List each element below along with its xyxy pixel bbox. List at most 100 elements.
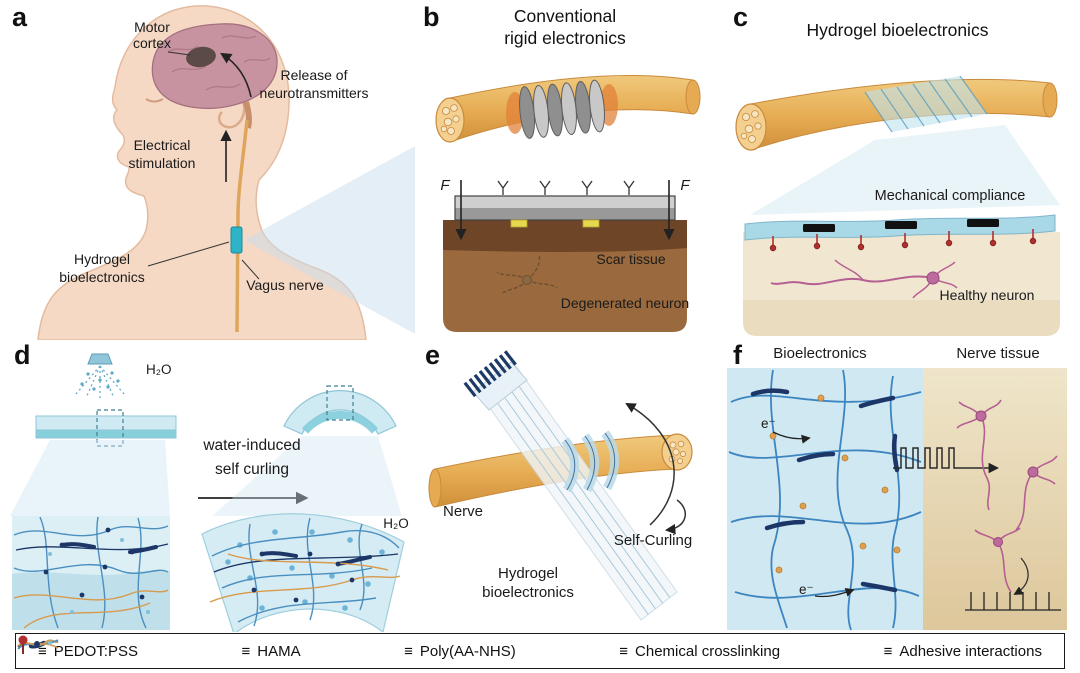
self-curled-wrap <box>561 430 620 493</box>
adhesive-pins <box>769 229 1037 252</box>
panel-letter-e: e <box>425 340 441 370</box>
panel-d: d <box>0 340 415 632</box>
pulse-train <box>893 447 962 469</box>
vagus-nerve-label: Vagus nerve <box>246 277 324 293</box>
vagus-leader <box>241 259 260 280</box>
nerve-label: Nerve <box>443 503 483 520</box>
process-label-line2: self curling <box>215 461 289 478</box>
stimulation-label-line1: Electrical <box>134 137 191 153</box>
panel-letter-d: d <box>14 340 31 370</box>
hydrogel-wrap <box>865 76 987 132</box>
neuron-2-body <box>1027 466 1039 478</box>
rigid-cuff-rings <box>519 79 605 139</box>
panel-f-illustration: Bioelectronics Nerve tissue e⁻ e⁻ <box>727 345 1067 631</box>
panel-c: c Hydrogel bioelectronics <box>715 0 1080 340</box>
force-label-right: F <box>680 177 690 194</box>
panel-e: e <box>415 340 715 632</box>
legend-label-chemical-crosslinking: Chemical crosslinking <box>635 642 781 660</box>
h2o-spray-label: H₂O <box>146 362 172 377</box>
legend-item-chemical-crosslinking: ≡ Chemical crosslinking <box>17 638 781 660</box>
healthy-neuron-label: Healthy neuron <box>940 287 1035 303</box>
legend-item-adhesive-interactions: ≡ Adhesive interactions <box>18 635 1042 660</box>
panel-letter-f: f <box>733 340 742 370</box>
legend-item-hama: ≡ HAMA <box>17 639 301 660</box>
release-label-line1: Release of <box>281 67 348 83</box>
vagus-nerve-line <box>235 119 249 333</box>
motor-cortex-spot <box>186 46 216 68</box>
panel-letter-c: c <box>733 2 749 32</box>
force-label-left: F <box>440 177 450 194</box>
panel-c-title: Hydrogel bioelectronics <box>806 20 989 40</box>
hydrogel-label-line1: Hydrogel <box>498 565 558 582</box>
panel-d-illustration: H₂O water-induced self curling H₂O <box>10 353 409 632</box>
electrode-comb <box>463 350 517 398</box>
nerve-tissue-label: Nerve tissue <box>956 345 1039 362</box>
hydrogel-label-line2: bioelectronics <box>59 269 145 285</box>
degenerated-neuron-label: Degenerated neuron <box>561 295 689 311</box>
electron-arrow-top <box>772 431 811 444</box>
fascicles <box>668 440 686 465</box>
hydrogel-label-line1: Hydrogel <box>74 251 130 267</box>
dry-polymer-network <box>12 516 170 630</box>
wrapping-arrow <box>625 402 675 526</box>
conductive-network <box>728 369 922 631</box>
closed-eye <box>145 98 164 103</box>
legend-label-adhesive-interactions: Adhesive interactions <box>899 642 1042 660</box>
legend-label-hama: HAMA <box>257 642 301 660</box>
legend-label-poly-aa-nhs: Poly(AA-NHS) <box>419 642 516 660</box>
panel-f: f <box>715 340 1080 632</box>
curled-bilayer-strip <box>283 385 397 435</box>
legend-bar: ≡ PEDOT:PSS ≡ HAMA ≡ Poly(AA-NHS) ≡ Chem… <box>15 633 1065 669</box>
neuron-to-spikes-arrow <box>1013 557 1029 595</box>
panel-e-illustration: Nerve Self-Curling Hydrogel bioelectroni… <box>428 350 693 621</box>
healthy-tissue-block <box>743 232 1060 336</box>
fascicles <box>740 110 762 143</box>
panel-a-illustration: Motor cortex Release of neurotransmitter… <box>37 5 415 340</box>
motor-cortex-label-line2: cortex <box>133 35 171 51</box>
release-label-line2: neurotransmitters <box>260 85 369 101</box>
compliant-hydrogel-film <box>744 214 1056 241</box>
electrode-pad <box>510 219 528 228</box>
hydrogel-leader <box>147 241 230 267</box>
dashed-inspection-box <box>326 385 354 421</box>
film-electrode <box>803 224 835 232</box>
nerve-with-hydrogel-wrap <box>735 75 1058 151</box>
h2o-swollen-label: H₂O <box>383 516 409 531</box>
panel-b-title-line2: rigid electronics <box>504 27 626 48</box>
zoom-cone-left <box>10 440 170 516</box>
scar-tissue-block <box>443 220 687 332</box>
equiv-symbol: ≡ <box>619 642 629 660</box>
spike-train <box>965 592 1061 611</box>
brain <box>151 23 278 129</box>
panel-b-title-line1: Conventional <box>513 6 617 26</box>
panel-letter-b: b <box>423 2 440 32</box>
panel-a: a Mo <box>0 0 415 340</box>
degenerated-neuron-body <box>522 275 532 285</box>
adhesive-pin-icon <box>18 635 28 654</box>
equiv-symbol: ≡ <box>883 642 893 660</box>
equiv-symbol: ≡ <box>38 642 47 660</box>
neuron-1-body <box>975 410 987 422</box>
release-arrow <box>220 52 252 98</box>
nerve-tissue-region <box>923 368 1067 630</box>
mechanical-compliance-label: Mechanical compliance <box>875 188 1026 204</box>
electron-label-bottom: e⁻ <box>799 582 814 597</box>
zoom-cone-right <box>212 436 402 516</box>
curl-arrow <box>664 499 687 535</box>
equiv-symbol: ≡ <box>241 642 251 660</box>
legend-item-poly-aa-nhs: ≡ Poly(AA-NHS) <box>17 639 516 660</box>
electron-label-top: e⁻ <box>761 416 776 431</box>
flat-bilayer-strip <box>35 409 177 447</box>
hydrogel-label-line2: bioelectronics <box>482 584 574 601</box>
panel-b: b Conventional rigid electronics <box>415 0 715 340</box>
hydrogel-patch <box>230 226 243 254</box>
anchor-hooks <box>497 180 635 195</box>
scar-tissue-label: Scar tissue <box>596 251 665 267</box>
nerve-with-rigid-cuff <box>435 75 701 143</box>
bioelectronics-label: Bioelectronics <box>773 345 866 362</box>
motor-cortex-leader <box>167 51 191 56</box>
motor-cortex-label-line1: Motor <box>134 19 170 35</box>
panel-b-illustration: F F Scar tissue Degenerated neuron <box>435 75 701 332</box>
zoom-cone <box>244 146 415 334</box>
neuron-3-body <box>993 537 1003 547</box>
